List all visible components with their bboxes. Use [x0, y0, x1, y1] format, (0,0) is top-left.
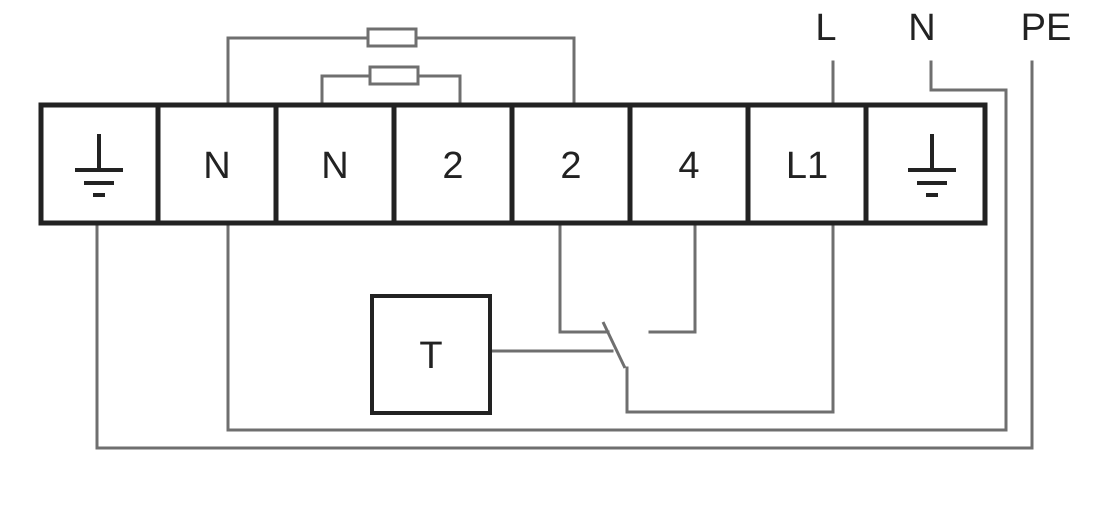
- thermostat-label: T: [419, 335, 442, 377]
- wire-supply-N: [226, 60, 1008, 432]
- upper-wiring: [95, 27, 1034, 450]
- thermostat-box: [370, 294, 492, 415]
- terminal-label: L1: [786, 145, 828, 187]
- resistor-inner: [368, 65, 420, 86]
- lower-wiring: T: [370, 223, 835, 415]
- switch-contact: [601, 321, 627, 369]
- terminal-label: N: [203, 145, 230, 187]
- ground-icon: [908, 134, 956, 197]
- supply-label-L: L: [815, 7, 836, 49]
- supply-label-N: N: [908, 7, 935, 49]
- ground-icon: [75, 134, 123, 197]
- terminal-label: 4: [678, 145, 699, 187]
- terminal-label: 2: [560, 145, 581, 187]
- wire-terminal-2-to-switch: [558, 223, 610, 334]
- wire-supply-PE: [95, 60, 1034, 450]
- terminal-label: N: [321, 145, 348, 187]
- wire-L1-to-switch: [625, 223, 835, 414]
- terminal-dividers: [155, 105, 869, 223]
- terminal-label: 2: [442, 145, 463, 187]
- supply-labels: L N PE: [815, 7, 1071, 49]
- supply-label-PE: PE: [1021, 7, 1072, 49]
- wire-terminal-4-to-switch: [648, 223, 697, 334]
- terminal-block: N N 2 2 4 L1: [38, 102, 988, 226]
- resistor-outer: [366, 27, 418, 48]
